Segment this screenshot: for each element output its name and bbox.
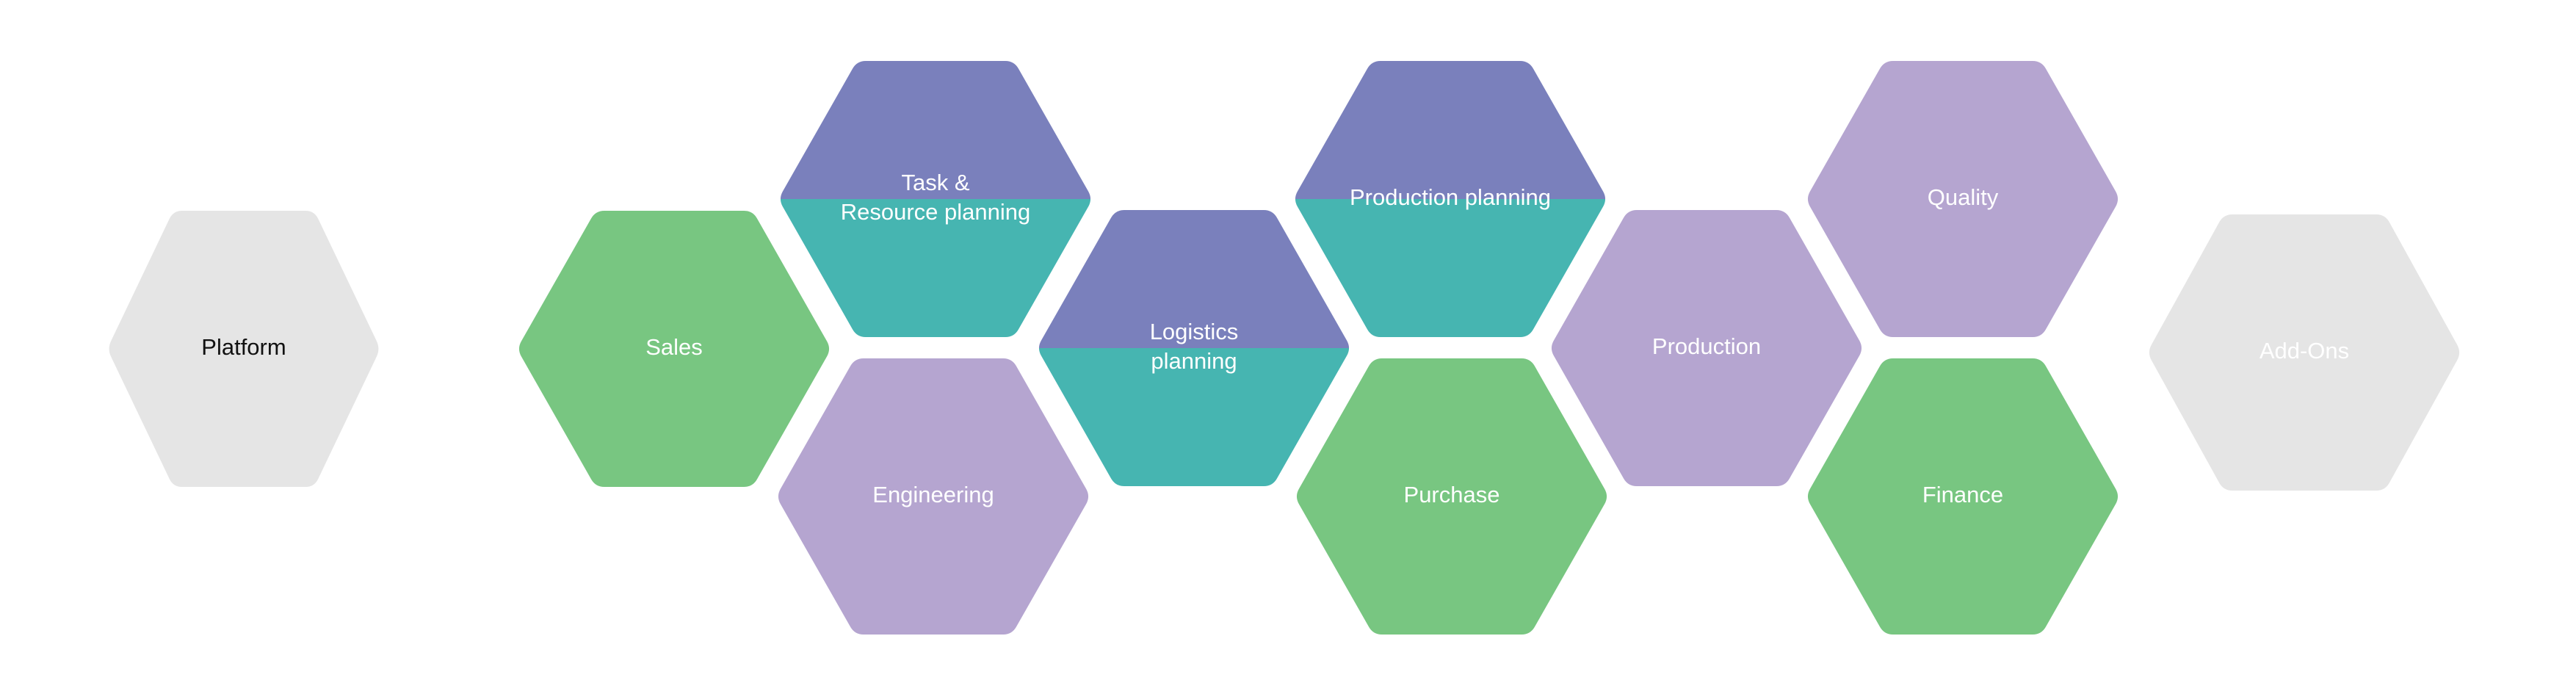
module-label-line: Production bbox=[1652, 333, 1761, 359]
hex-shape bbox=[1807, 61, 2119, 337]
hex-shape bbox=[1551, 210, 1862, 486]
module-label-line: Task & bbox=[901, 170, 969, 195]
module-label: Sales bbox=[645, 334, 703, 360]
module-label: Task & Resource planning bbox=[841, 170, 1031, 225]
module-label-line: Quality bbox=[1928, 184, 1999, 210]
hex-shape bbox=[1296, 358, 1607, 635]
module-label-line: Purchase bbox=[1404, 482, 1500, 507]
module-hex-purchase[interactable]: Purchase bbox=[1296, 358, 1607, 635]
module-label: Production planning bbox=[1350, 184, 1551, 210]
module-hex-engineering[interactable]: Engineering bbox=[778, 358, 1089, 635]
module-label-line: Production planning bbox=[1350, 184, 1551, 210]
hex-shape bbox=[778, 358, 1089, 635]
module-label-line: Add-Ons bbox=[2260, 338, 2349, 364]
module-hex-quality[interactable]: Quality bbox=[1807, 61, 2119, 337]
module-label: Engineering bbox=[872, 482, 994, 507]
module-label-line: Engineering bbox=[872, 482, 994, 507]
module-label-line: Platform bbox=[201, 334, 286, 360]
hex-shape bbox=[2149, 214, 2460, 491]
module-hex-production-planning[interactable]: Production planning bbox=[1292, 59, 1609, 339]
hex-bottom-half bbox=[1295, 199, 1606, 337]
module-hex-task-resource-planning[interactable]: Task & Resource planning bbox=[777, 59, 1094, 339]
hex-shape bbox=[1807, 358, 2119, 635]
module-hex-sales[interactable]: Sales bbox=[518, 211, 830, 487]
module-label: Purchase bbox=[1404, 482, 1500, 507]
hex-shape bbox=[109, 211, 379, 487]
module-label: Add-Ons bbox=[2260, 338, 2349, 364]
module-label-line: Sales bbox=[645, 334, 703, 360]
hex-shape bbox=[518, 211, 830, 487]
module-label-line: Finance bbox=[1922, 482, 2003, 507]
module-hex-platform[interactable]: Platform bbox=[109, 211, 379, 487]
module-hex-add-ons[interactable]: Add-Ons bbox=[2149, 214, 2460, 491]
module-label-line: planning bbox=[1151, 348, 1237, 374]
module-label: Finance bbox=[1922, 482, 2003, 507]
module-label-line: Logistics bbox=[1150, 319, 1239, 344]
module-label: Logistics planning bbox=[1150, 319, 1239, 374]
module-label: Production bbox=[1652, 333, 1761, 359]
module-hex-production[interactable]: Production bbox=[1551, 210, 1862, 486]
module-label: Quality bbox=[1928, 184, 1999, 210]
module-hex-finance[interactable]: Finance bbox=[1807, 358, 2119, 635]
module-label: Platform bbox=[201, 334, 286, 360]
module-hex-logistics-planning[interactable]: Logistics planning bbox=[1035, 209, 1353, 488]
module-label-line: Resource planning bbox=[841, 199, 1031, 225]
hex-top-half bbox=[1295, 61, 1606, 199]
